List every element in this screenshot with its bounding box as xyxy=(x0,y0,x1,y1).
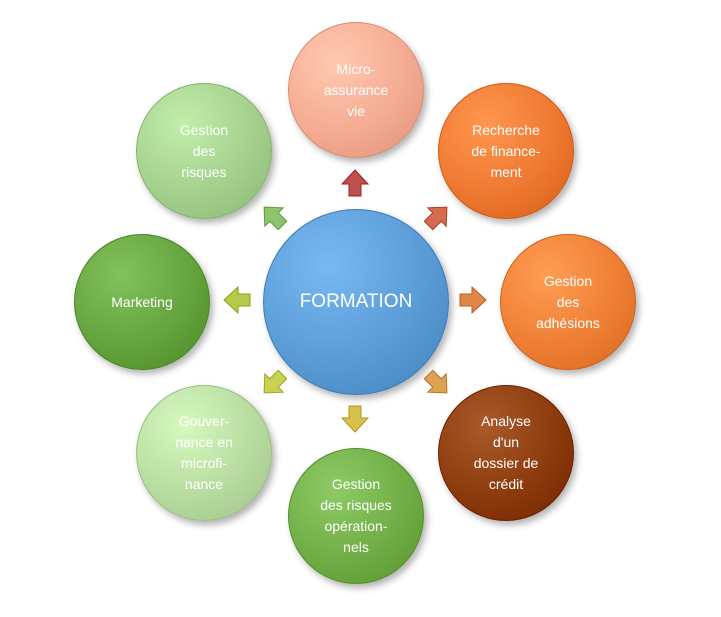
arrow-shape xyxy=(340,405,370,433)
arrow-up-icon xyxy=(340,169,370,199)
node-label: Gouver- nance en microfi- nance xyxy=(175,413,233,492)
arrow-down-icon xyxy=(340,403,370,433)
node-gestion-des-adhesions: Gestion des adhésions xyxy=(500,234,636,370)
arrow-down-right-icon xyxy=(422,368,452,398)
node-label: Micro- assurance vie xyxy=(323,60,389,119)
arrow-shape xyxy=(263,369,288,394)
arrow-left-icon xyxy=(223,285,253,315)
node-label: Analyse d'un dossier de crédit xyxy=(473,413,539,492)
node-gestion-risques-operationnels: Gestion des risques opération- nels xyxy=(288,448,424,584)
node-gestion-des-risques: Gestion des risques xyxy=(136,83,272,219)
node-label: Recherche de finance- ment xyxy=(471,121,541,180)
node-gouvernance-microfinance: Gouver- nance en microfi- nance xyxy=(136,385,272,521)
arrow-up-right-icon xyxy=(422,202,452,232)
node-label: Marketing xyxy=(111,293,173,310)
arrow-shape xyxy=(340,169,370,197)
arrow-shape xyxy=(223,285,251,315)
arrow-right-icon xyxy=(457,285,487,315)
arrow-up-left-icon xyxy=(259,202,289,232)
arrow-shape xyxy=(263,206,288,231)
node-recherche-de-financement: Recherche de finance- ment xyxy=(438,83,574,219)
arrow-shape xyxy=(423,206,448,231)
center-label: FORMATION xyxy=(299,291,413,312)
node-label: Gestion des risques opération- nels xyxy=(320,476,392,555)
node-marketing: Marketing xyxy=(74,234,210,370)
arrow-shape xyxy=(423,369,448,394)
node-micro-assurance-vie: Micro- assurance vie xyxy=(288,22,424,158)
node-label: Gestion des adhésions xyxy=(536,272,600,331)
center-node-formation: FORMATION xyxy=(263,209,449,395)
node-analyse-dossier-credit: Analyse d'un dossier de crédit xyxy=(438,385,574,521)
arrow-shape xyxy=(459,285,487,315)
node-label: Gestion des risques xyxy=(179,121,229,180)
arrow-down-left-icon xyxy=(259,368,289,398)
